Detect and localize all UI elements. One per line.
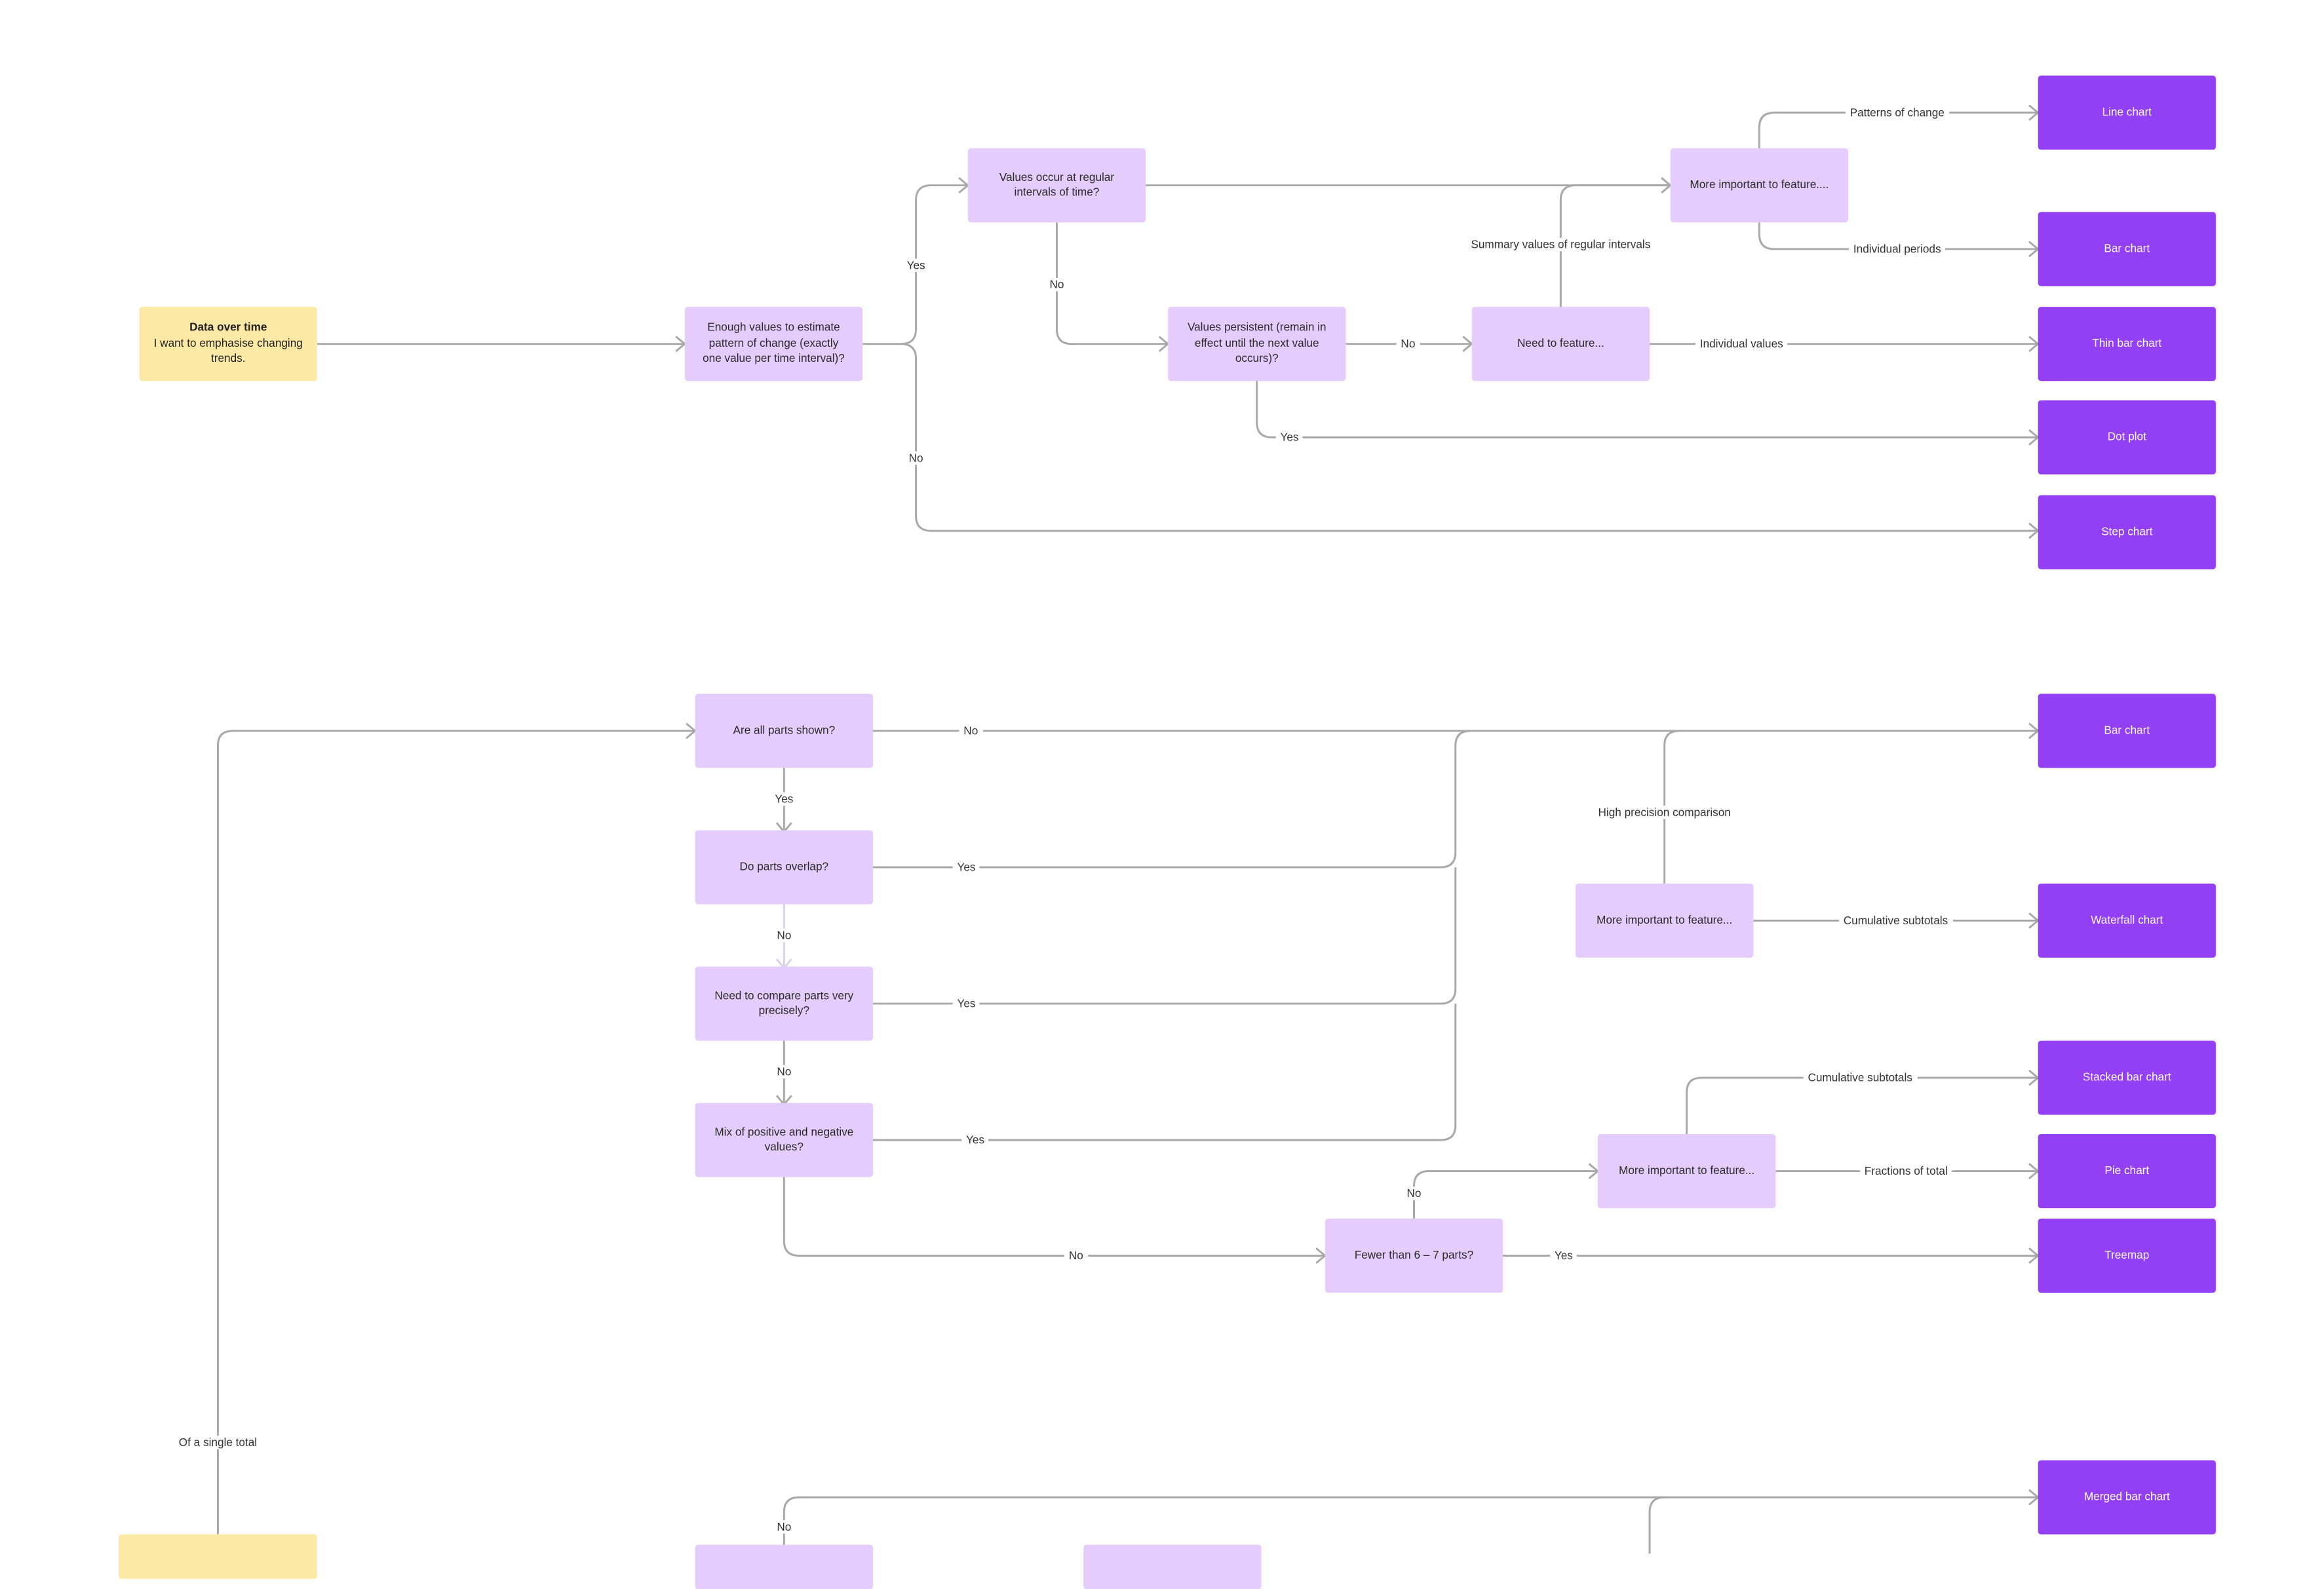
result-step-chart[interactable]: Step chart (2038, 495, 2216, 570)
start-node-subtitle: I want to emphasise changing trends. (153, 336, 303, 365)
result-bar-chart-mid[interactable]: Bar chart (2038, 694, 2216, 768)
start-node-parts-of-whole[interactable] (118, 1534, 317, 1579)
edge-label-of-single-total: Of a single total (174, 1436, 261, 1449)
edge-label-patterns-of-change: Patterns of change (1845, 106, 1949, 120)
result-bar-chart-top[interactable]: Bar chart (2038, 212, 2216, 286)
start-node-title: Data over time (189, 321, 267, 334)
edge-label-yes: Yes (1275, 430, 1304, 444)
edge-label-yes: Yes (902, 258, 930, 273)
question-text: More important to feature... (1619, 1163, 1755, 1177)
connector-lines (216, 104, 2040, 1554)
result-label: Treemap (2104, 1247, 2150, 1262)
edge-label-no: No (1045, 277, 1069, 292)
result-label: Bar chart (2104, 723, 2150, 737)
result-merged-bar-chart[interactable]: Merged bar chart (2038, 1460, 2216, 1535)
result-thin-bar-chart[interactable]: Thin bar chart (2038, 307, 2216, 382)
edge-label-cumulative-subtotals: Cumulative subtotals (1803, 1070, 1917, 1085)
result-label: Step chart (2101, 524, 2153, 538)
question-parts-overlap[interactable]: Do parts overlap? (695, 830, 874, 905)
flowchart-canvas: Data over time I want to emphasise chang… (118, 75, 2216, 1589)
result-label: Stacked bar chart (2082, 1070, 2171, 1084)
result-label: Waterfall chart (2091, 912, 2163, 926)
edge-label-fractions-of-total: Fractions of total (1860, 1164, 1952, 1178)
edge-label-no: No (772, 1065, 796, 1079)
question-node-partial-1[interactable] (695, 1544, 874, 1589)
question-text: Are all parts shown? (733, 723, 836, 737)
question-text: Mix of positive and negative values? (714, 1124, 854, 1154)
result-label: Merged bar chart (2083, 1489, 2170, 1503)
result-line-chart[interactable]: Line chart (2038, 75, 2216, 150)
result-dot-plot[interactable]: Dot plot (2038, 400, 2216, 475)
edge-label-individual-periods: Individual periods (1849, 242, 1946, 256)
edge-label-cumulative-subtotals: Cumulative subtotals (1838, 914, 1952, 928)
result-label: Dot plot (2107, 429, 2146, 443)
question-text: More important to feature... (1597, 912, 1733, 926)
question-more-important-mid[interactable]: More important to feature... (1575, 883, 1754, 958)
question-mix-positive-negative[interactable]: Mix of positive and negative values? (695, 1103, 874, 1177)
question-text: Enough values to estimate pattern of cha… (703, 321, 845, 365)
result-label: Pie chart (2104, 1163, 2150, 1177)
result-label: Bar chart (2104, 241, 2150, 255)
result-waterfall-chart[interactable]: Waterfall chart (2038, 883, 2216, 958)
question-text: Fewer than 6 – 7 parts? (1354, 1247, 1474, 1262)
question-text: More important to feature.... (1690, 177, 1829, 191)
edge-label-no: No (772, 928, 796, 943)
result-label: Line chart (2102, 105, 2152, 119)
question-fewer-parts[interactable]: Fewer than 6 – 7 parts? (1325, 1218, 1503, 1293)
edge-label-no: No (904, 451, 928, 465)
question-regular-intervals[interactable]: Values occur at regular intervals of tim… (967, 148, 1146, 223)
edge-label-summary-values: Summary values of regular intervals (1466, 237, 1656, 252)
question-values-persistent[interactable]: Values persistent (remain in effect unti… (1168, 307, 1346, 382)
result-stacked-bar-chart[interactable]: Stacked bar chart (2038, 1040, 2216, 1115)
question-compare-precisely[interactable]: Need to compare parts very precisely? (695, 966, 874, 1041)
question-text: Values occur at regular intervals of tim… (999, 170, 1115, 199)
start-node-data-over-time[interactable]: Data over time I want to emphasise chang… (139, 307, 317, 382)
question-text: Do parts overlap? (739, 859, 829, 873)
question-more-important-top[interactable]: More important to feature.... (1670, 148, 1849, 223)
question-text: Values persistent (remain in effect unti… (1187, 321, 1327, 365)
result-label: Thin bar chart (2092, 336, 2162, 350)
edge-label-yes: Yes (952, 996, 980, 1011)
edge-label-yes: Yes (770, 792, 798, 806)
question-node-partial-2[interactable] (1083, 1544, 1262, 1589)
question-all-parts-shown[interactable]: Are all parts shown? (695, 694, 874, 768)
edge-label-no: No (959, 724, 983, 738)
question-enough-values[interactable]: Enough values to estimate pattern of cha… (684, 307, 863, 382)
result-pie-chart[interactable]: Pie chart (2038, 1134, 2216, 1209)
edge-label-no: No (1064, 1249, 1088, 1263)
edge-label-individual-values: Individual values (1695, 337, 1788, 351)
edge-label-yes: Yes (961, 1133, 989, 1147)
edge-label-yes: Yes (1550, 1249, 1578, 1263)
question-need-to-feature[interactable]: Need to feature... (1471, 307, 1650, 382)
question-more-important-low[interactable]: More important to feature... (1597, 1134, 1776, 1209)
question-text: Need to feature... (1517, 336, 1604, 350)
edge-label-high-precision: High precision comparison (1593, 806, 1735, 819)
result-treemap[interactable]: Treemap (2038, 1218, 2216, 1293)
question-text: Need to compare parts very precisely? (714, 988, 854, 1017)
edge-label-yes: Yes (952, 860, 980, 874)
edge-label-no: No (772, 1520, 796, 1534)
edge-label-no: No (1396, 337, 1420, 351)
edge-label-no: No (1402, 1187, 1426, 1200)
